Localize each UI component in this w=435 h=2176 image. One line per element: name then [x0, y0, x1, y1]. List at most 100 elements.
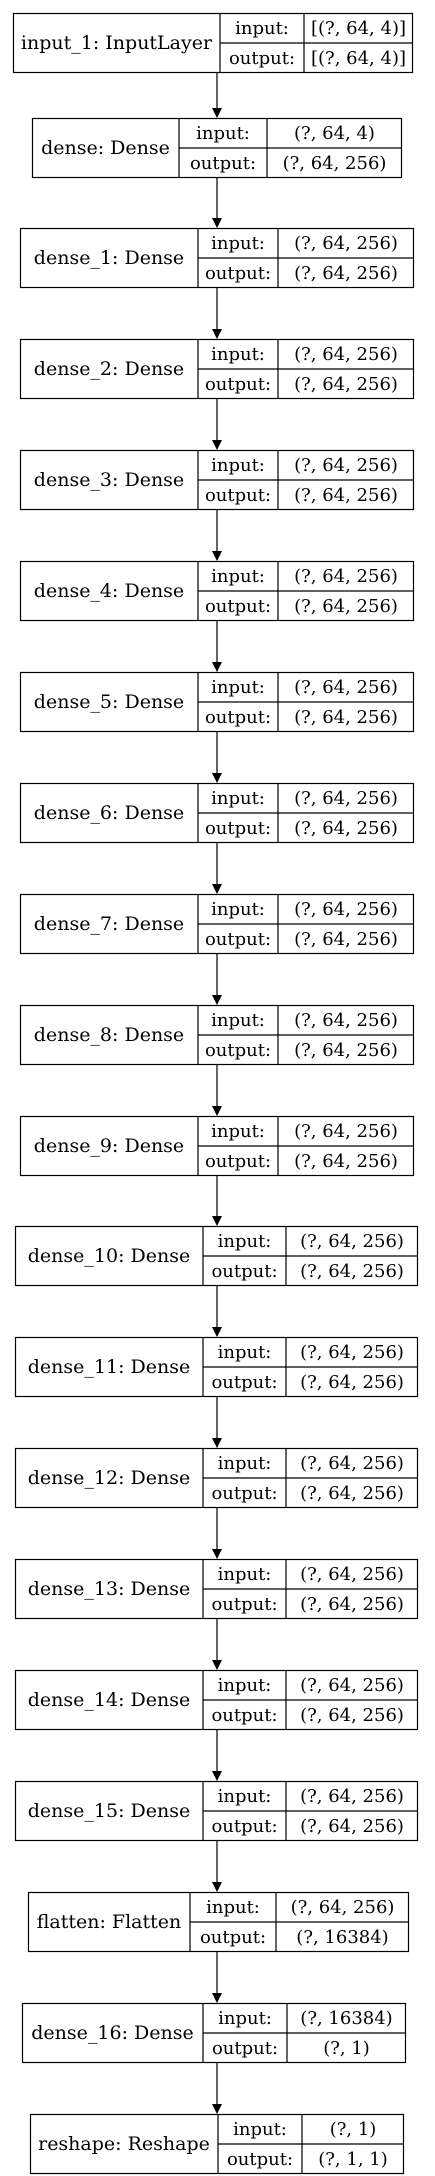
input-shape: (?, 1) — [330, 2119, 377, 2140]
input-label: input: — [211, 899, 265, 920]
input-label: input: — [196, 123, 250, 144]
output-label: output: — [205, 1151, 271, 1172]
layer-name: dense_8: Dense — [34, 1024, 184, 1046]
input-label: input: — [211, 344, 265, 365]
input-label: input: — [233, 2119, 287, 2140]
input-shape: (?, 16384) — [300, 2008, 392, 2029]
layer-node: dense: Dense input: (?, 64, 4) output: (?, 6… — [31, 117, 403, 179]
output-label: output: — [211, 1372, 277, 1393]
layer-name: dense_2: Dense — [34, 358, 184, 380]
output-label: output: — [229, 48, 295, 69]
input-label: input: — [211, 788, 265, 809]
layer-name: dense_11: Dense — [28, 1356, 190, 1378]
output-shape: (?, 64, 256) — [300, 1483, 404, 1504]
output-label: output: — [205, 596, 271, 617]
input-shape: (?, 64, 256) — [300, 1342, 404, 1363]
layer-node: flatten: Flatten input: (?, 64, 256) output… — [27, 1891, 410, 1953]
input-label: input: — [235, 18, 289, 39]
layer-name: dense_4: Dense — [34, 580, 184, 602]
input-shape: (?, 64, 256) — [300, 1453, 404, 1474]
input-shape: (?, 64, 256) — [300, 1786, 404, 1807]
layer-name: reshape: Reshape — [38, 2133, 210, 2155]
output-label: output: — [205, 707, 271, 728]
input-shape: (?, 64, 256) — [300, 1675, 404, 1696]
output-shape: (?, 1) — [323, 2038, 370, 2059]
output-shape: (?, 64, 256) — [294, 596, 398, 617]
output-label: output: — [205, 818, 271, 839]
output-label: output: — [205, 263, 271, 284]
input-shape: (?, 64, 256) — [294, 899, 398, 920]
layer-name: dense_16: Dense — [31, 2022, 193, 2044]
output-label: output: — [205, 485, 271, 506]
output-label: output: — [212, 2038, 278, 2059]
output-shape: (?, 64, 256) — [294, 929, 398, 950]
input-shape: (?, 64, 256) — [294, 1121, 398, 1142]
input-label: input: — [211, 566, 265, 587]
layer-node: dense_16: Dense input: (?, 16384) output: (?… — [21, 2002, 407, 2064]
output-shape: (?, 64, 256) — [294, 707, 398, 728]
input-shape: (?, 64, 256) — [300, 1564, 404, 1585]
input-label: input: — [218, 1564, 272, 1585]
layer-node: input_1: InputLayer input: [(?, 64, 4)] out… — [12, 12, 414, 74]
input-shape: (?, 64, 256) — [294, 344, 398, 365]
output-shape: [(?, 64, 4)] — [311, 48, 406, 69]
output-label: output: — [227, 2149, 293, 2170]
layer-name: dense: Dense — [41, 137, 170, 159]
input-shape: [(?, 64, 4)] — [311, 18, 406, 39]
input-shape: (?, 64, 256) — [300, 1231, 404, 1252]
output-label: output: — [211, 1816, 277, 1837]
input-label: input: — [218, 1675, 272, 1696]
output-label: output: — [205, 1040, 271, 1061]
layer-name: dense_5: Dense — [34, 691, 184, 713]
input-label: input: — [218, 1231, 272, 1252]
output-shape: (?, 64, 256) — [294, 1040, 398, 1061]
output-label: output: — [190, 153, 256, 174]
layer-name: dense_12: Dense — [28, 1467, 190, 1489]
input-shape: (?, 64, 4) — [294, 123, 375, 144]
output-label: output: — [211, 1261, 277, 1282]
output-shape: (?, 64, 256) — [300, 1372, 404, 1393]
input-shape: (?, 64, 256) — [294, 677, 398, 698]
output-label: output: — [205, 374, 271, 395]
output-shape: (?, 64, 256) — [294, 485, 398, 506]
input-label: input: — [211, 1121, 265, 1142]
input-label: input: — [211, 233, 265, 254]
output-label: output: — [211, 1705, 277, 1726]
output-shape: (?, 64, 256) — [300, 1261, 404, 1282]
layer-name: dense_3: Dense — [34, 469, 184, 491]
output-label: output: — [200, 1927, 266, 1948]
input-label: input: — [206, 1897, 260, 1918]
output-shape: (?, 64, 256) — [300, 1816, 404, 1837]
output-label: output: — [211, 1483, 277, 1504]
layer-name: input_1: InputLayer — [21, 32, 213, 54]
output-shape: (?, 64, 256) — [283, 153, 387, 174]
input-shape: (?, 64, 256) — [294, 233, 398, 254]
output-shape: (?, 64, 256) — [300, 1705, 404, 1726]
input-shape: (?, 64, 256) — [291, 1897, 395, 1918]
layer-name: dense_1: Dense — [34, 247, 184, 269]
output-shape: (?, 64, 256) — [294, 374, 398, 395]
output-shape: (?, 64, 256) — [294, 1151, 398, 1172]
input-shape: (?, 64, 256) — [294, 788, 398, 809]
output-shape: (?, 16384) — [296, 1927, 388, 1948]
output-shape: (?, 64, 256) — [294, 818, 398, 839]
layer-name: dense_7: Dense — [34, 913, 184, 935]
input-shape: (?, 64, 256) — [294, 1010, 398, 1031]
layer-name: dense_13: Dense — [28, 1578, 190, 1600]
input-label: input: — [218, 2008, 272, 2029]
layer-name: flatten: Flatten — [37, 1911, 182, 1933]
layer-node: dense_2: Dense input: (?, 64, 256) output: (… — [19, 338, 415, 400]
